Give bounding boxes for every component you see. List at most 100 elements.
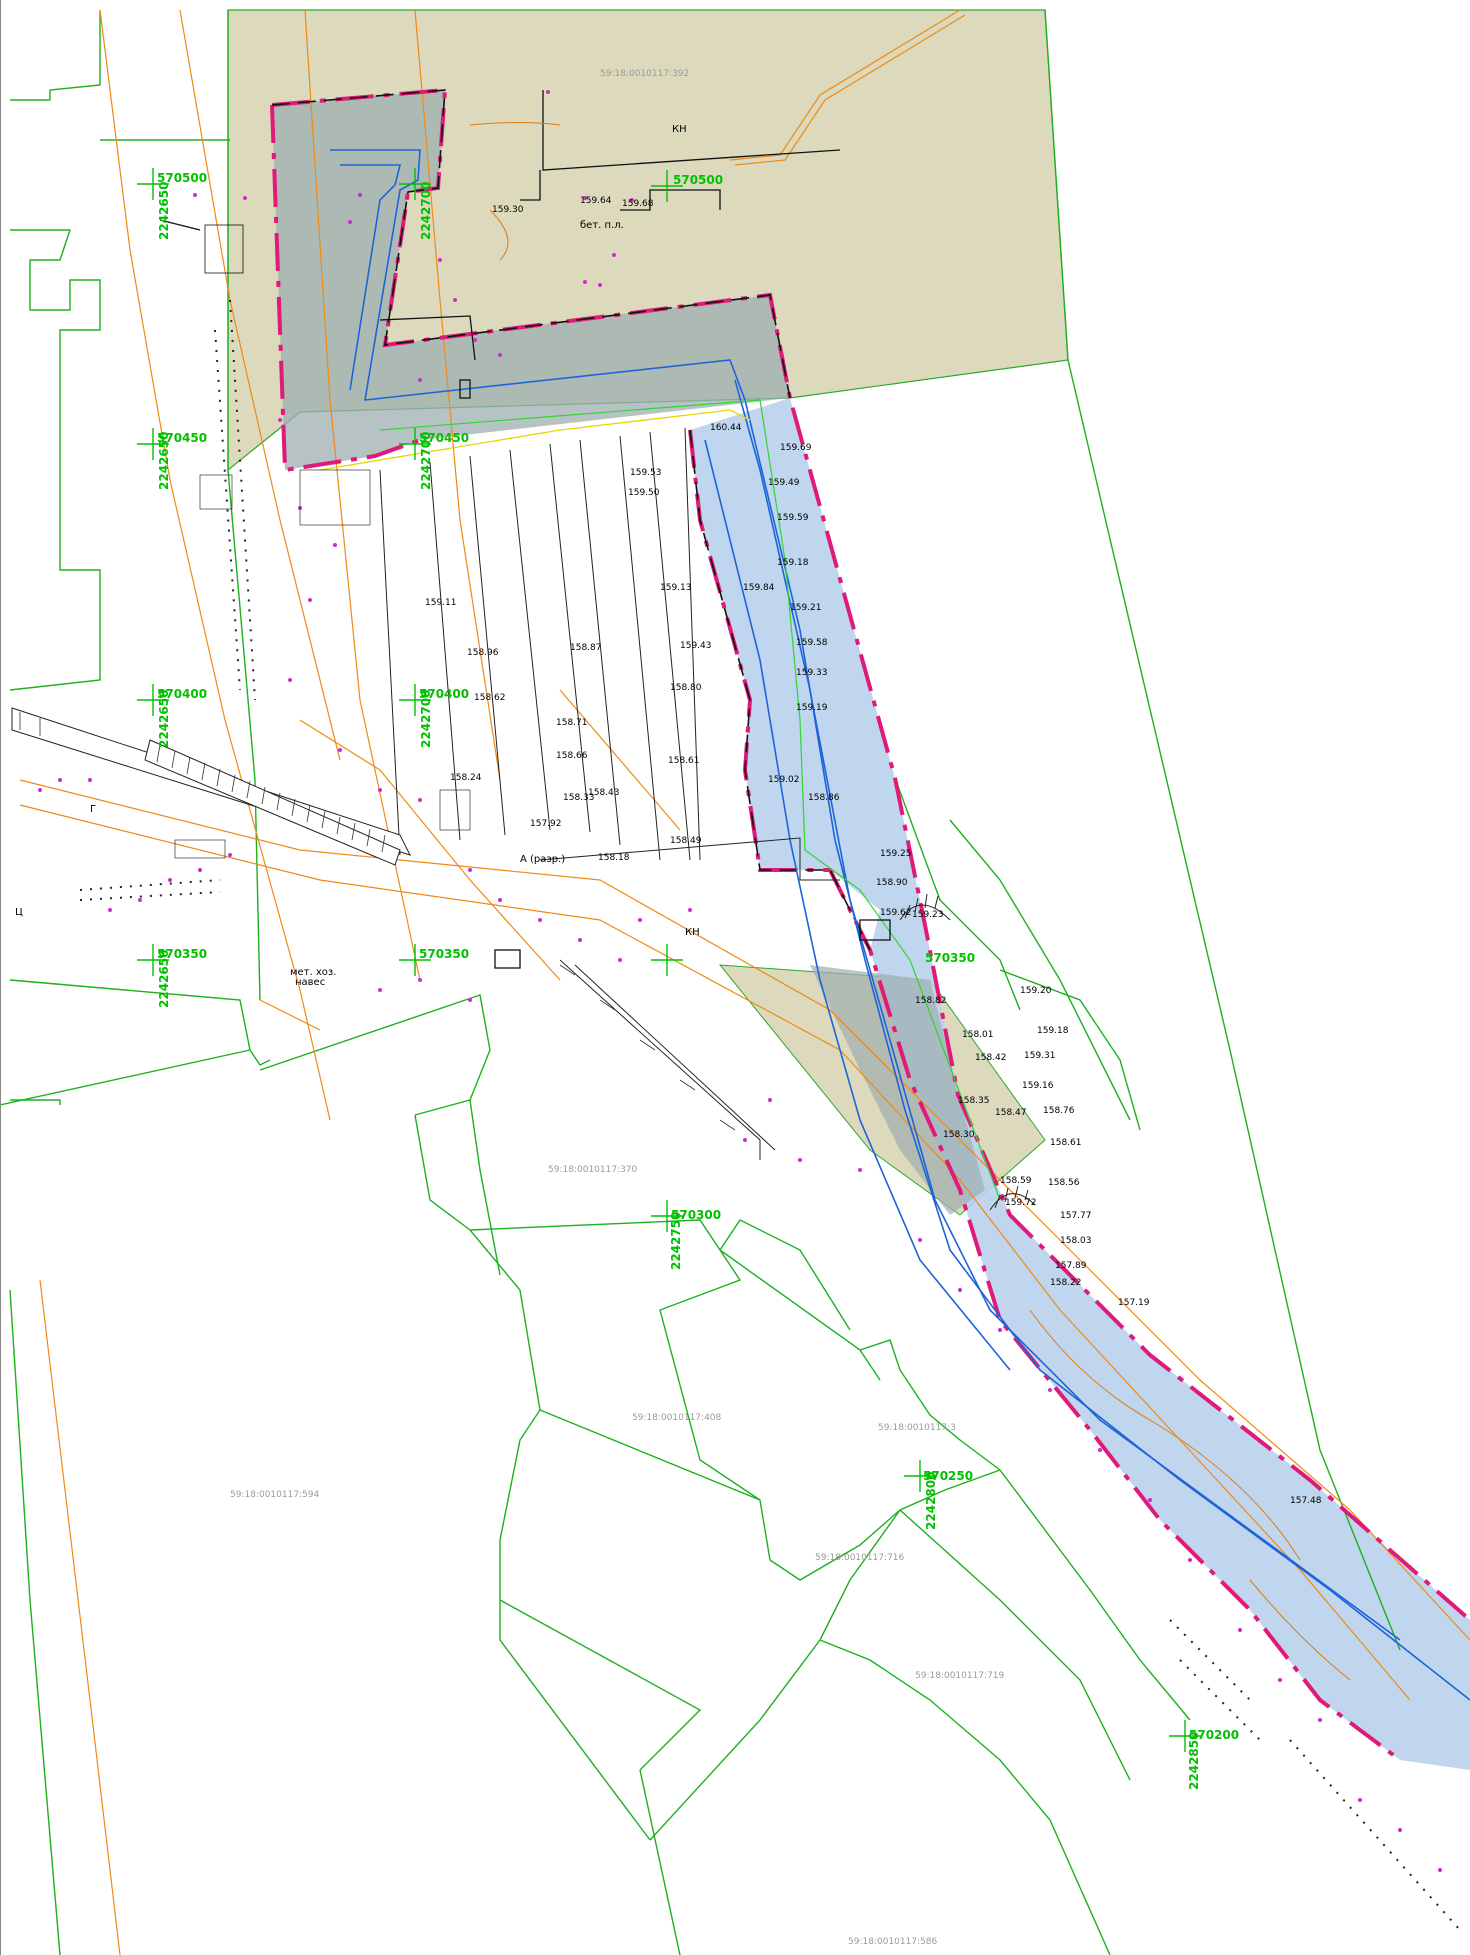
elevation-label-15: 159.02: [768, 775, 800, 785]
elevation-label-27: 158.56: [1048, 1178, 1080, 1188]
elevation-label-45: 157.92: [530, 819, 562, 829]
elevation-label-26: 158.61: [1050, 1138, 1082, 1148]
elevation-label-21: 159.20: [1020, 986, 1052, 996]
overlap-area-top: [272, 90, 790, 470]
elevation-label-36: 158.87: [570, 643, 602, 653]
grid-label-570350-mid: 570350: [419, 947, 469, 961]
cadastral-label-392: 59:18:0010117:392: [600, 69, 689, 79]
elevation-label-5: 160.44: [710, 423, 742, 433]
label-concrete-slab: бет. п.л.: [580, 220, 624, 231]
elevation-label-16: 158.86: [808, 793, 840, 803]
elevation-label-38: 158.80: [670, 683, 702, 693]
elevation-label-9: 159.18: [777, 558, 809, 568]
elevation-label-1: 159.68: [622, 199, 654, 209]
elevation-label-22: 159.18: [1037, 1026, 1069, 1036]
dense-annotation-clusters: [174, 224, 471, 859]
elevation-label-29: 158.03: [1060, 1236, 1092, 1246]
grid-label-2242700-low: 2242700: [419, 690, 433, 748]
elevation-label-7: 159.49: [768, 478, 800, 488]
elevation-label-46: 158.18: [598, 853, 630, 863]
elevation-label-19: 159.62: [880, 908, 912, 918]
grid-label-2242750: 2242750: [669, 1212, 683, 1270]
elevation-label-39: 158.71: [556, 718, 588, 728]
elevation-label-20: 159.23: [912, 910, 944, 920]
elevation-label-25: 158.76: [1043, 1106, 1075, 1116]
elevation-label-17: 159.25: [880, 849, 912, 859]
label-asphalt: А (разр.): [520, 854, 565, 865]
label-shed: навес: [295, 977, 325, 988]
grid-label-570300: 570300: [671, 1208, 721, 1222]
grid-label-570500-left: 570500: [157, 171, 207, 185]
elevation-label-42: 158.61: [668, 756, 700, 766]
grid-label-2242800: 2242800: [924, 1472, 938, 1530]
grid-crosses: [137, 168, 1201, 1752]
grid-labels: 570500 570500 570450 570450 570400 57040…: [157, 171, 1239, 1790]
object-labels: КН КН бет. п.л. А (разр.) Ц Г навес мет.…: [15, 124, 700, 988]
stair-fans: [899, 893, 1036, 1211]
grid-label-570400-left: 570400: [157, 687, 207, 701]
elevation-label-4: 159.50: [628, 488, 660, 498]
cadastral-label-3: 59:18:0010117:3: [878, 1423, 956, 1433]
grid-label-2242650-mid: 2242650: [157, 432, 171, 490]
elevation-label-40: 158.66: [556, 751, 588, 761]
elevation-label-49: 158.62: [474, 693, 506, 703]
elevation-label-56: 159.72: [1005, 1198, 1037, 1208]
elevation-label-44: 158.33: [563, 793, 595, 803]
cadastral-label-716: 59:18:0010117:716: [815, 1553, 905, 1563]
grid-label-570450-left: 570450: [157, 431, 207, 445]
fences-dotted: [79, 299, 1461, 1931]
elevation-label-43: 158.49: [670, 836, 702, 846]
road-hatched: [11, 707, 776, 1160]
elevation-label-0: 159.64: [580, 196, 612, 206]
elevation-label-10: 159.84: [743, 583, 775, 593]
grid-label-2242700-mid: 2242700: [419, 432, 433, 490]
elevation-label-13: 159.33: [796, 668, 828, 678]
elevation-labels: 159.64 159.68 159.30 159.53 159.50 160.4…: [425, 196, 1322, 1506]
grid-label-2242650-top: 2242650: [157, 182, 171, 240]
elevation-label-53: 158.35: [958, 1096, 990, 1106]
elevation-label-23: 159.31: [1024, 1051, 1056, 1061]
boundary-black-dashed: [271, 89, 871, 951]
elevation-label-47: 158.24: [450, 773, 482, 783]
elevation-label-37: 159.43: [680, 641, 712, 651]
elevation-label-18: 158.90: [876, 878, 908, 888]
label-g: Г: [90, 804, 96, 815]
elevation-label-48: 158.82: [915, 996, 947, 1006]
grid-label-2242650-bottom: 2242650: [157, 950, 171, 1008]
elevation-label-14: 159.19: [796, 703, 828, 713]
elevation-label-24: 159.16: [1022, 1081, 1054, 1091]
label-kn-mid: КН: [685, 927, 700, 938]
elevation-label-57: 158.01: [962, 1030, 994, 1040]
elevation-label-30: 157.89: [1055, 1261, 1087, 1271]
grid-label-570200: 570200: [1189, 1728, 1239, 1742]
elevation-label-34: 159.11: [425, 598, 457, 608]
easement-corridor: [690, 398, 1470, 1770]
parcel-strips: [379, 427, 840, 881]
cadastral-boundaries: [0, 9, 1401, 1955]
grid-label-570500-right: 570500: [673, 173, 723, 187]
contour-lines: [469, 122, 1351, 1681]
elevation-label-28: 157.77: [1060, 1211, 1092, 1221]
grid-label-570350-right: 570350: [925, 951, 975, 965]
elevation-label-33: 159.13: [660, 583, 692, 593]
elevation-label-12: 159.58: [796, 638, 828, 648]
elevation-label-31: 157.19: [1118, 1298, 1150, 1308]
elevation-label-52: 158.42: [975, 1053, 1007, 1063]
pipeline-yellow: [319, 409, 751, 471]
overlap-area-middle: [810, 965, 985, 1215]
grid-label-2242650-low: 2242650: [157, 690, 171, 748]
pipeline-green: [379, 399, 1001, 1201]
label-c: Ц: [15, 907, 23, 918]
cadastral-label-586: 59:18:0010117:586: [848, 1937, 938, 1947]
elevation-label-11: 159.21: [790, 603, 822, 613]
elevation-label-54: 158.47: [995, 1108, 1027, 1118]
pipeline-blue: [330, 149, 1470, 1701]
label-metal-shed: мет. хоз.: [290, 967, 336, 978]
elevation-label-55: 158.22: [1050, 1278, 1082, 1288]
grid-label-570400-mid: 570400: [419, 687, 469, 701]
elevation-label-6: 159.69: [780, 443, 812, 453]
elevation-label-8: 159.59: [777, 513, 809, 523]
cadastral-label-408: 59:18:0010117:408: [632, 1413, 722, 1423]
cadastral-labels: 59:18:0010117:392 59:18:0010117:370 59:1…: [230, 69, 1005, 1947]
